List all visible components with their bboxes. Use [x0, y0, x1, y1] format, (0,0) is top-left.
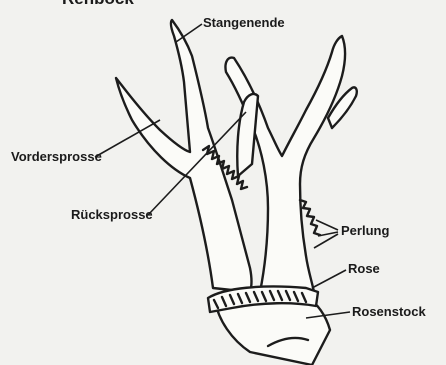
label-perlung: Perlung — [341, 223, 389, 238]
label-rose: Rose — [348, 261, 380, 276]
leader-rose — [312, 270, 346, 288]
back-tine — [237, 94, 258, 176]
label-vordersprosse: Vordersprosse — [11, 149, 102, 164]
label-rosenstock: Rosenstock — [352, 304, 426, 319]
label-stangenende: Stangenende — [203, 15, 285, 30]
leader-perlung-3 — [314, 234, 338, 248]
label-ruecksprosse: Rücksprosse — [71, 207, 153, 222]
diagram-title: Rehbock — [62, 0, 134, 8]
leader-perlung-1 — [316, 220, 338, 230]
